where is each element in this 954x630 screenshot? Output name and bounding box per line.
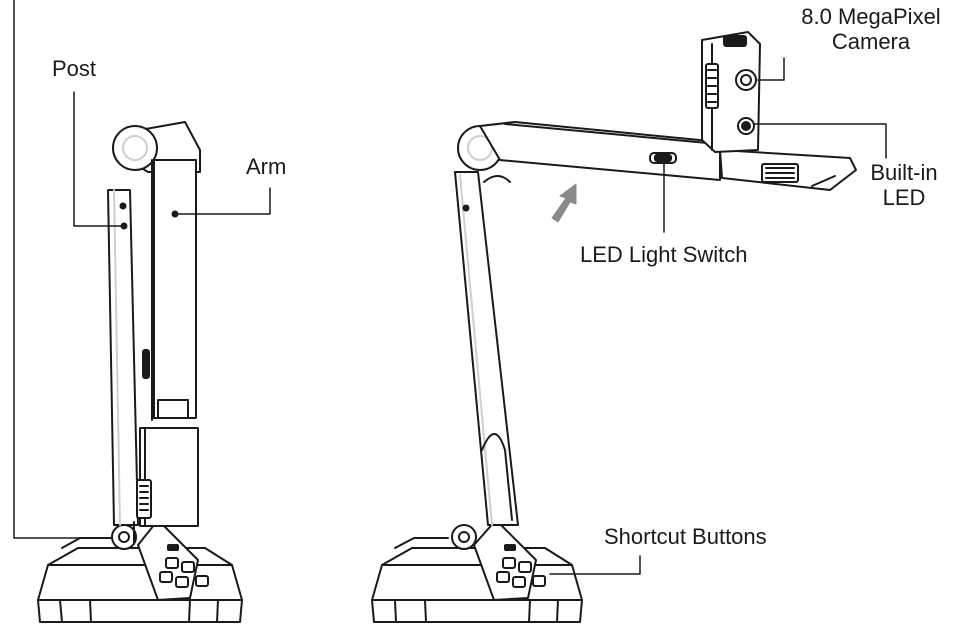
leader-lines [73, 57, 887, 575]
camera-leader [757, 57, 785, 81]
camera-label-line2: Camera [831, 29, 911, 54]
rotate-arrow-icon [551, 183, 577, 223]
camera-lens-icon [735, 69, 757, 91]
camera-label: 8.0 MegaPixel Camera [788, 4, 954, 54]
led-leader [753, 123, 887, 159]
arm-leader [177, 187, 271, 215]
left-pivot [111, 524, 137, 550]
left-post [107, 189, 139, 526]
left-arm [112, 121, 201, 421]
right-camera-extended [371, 31, 857, 623]
post-label: Post [52, 56, 97, 81]
right-pivot [451, 524, 477, 550]
right-led-bar [719, 149, 857, 191]
shortcut-buttons-label: Shortcut Buttons [604, 524, 767, 549]
led-label: Built-in LED [858, 160, 950, 210]
led-label-line1: Built-in [870, 160, 938, 185]
post-leader [73, 91, 123, 227]
shortcut-leader [549, 555, 641, 575]
left-camera-folded [13, 0, 243, 623]
arm-label: Arm [246, 154, 287, 179]
camera-label-line1: 8.0 MegaPixel [801, 4, 941, 29]
led-switch-label: LED Light Switch [580, 242, 748, 267]
led-label-line2: LED [882, 185, 926, 210]
right-camera-head [701, 31, 761, 153]
left-camera-head [133, 427, 199, 545]
right-arm [479, 121, 721, 181]
right-post [454, 171, 519, 526]
